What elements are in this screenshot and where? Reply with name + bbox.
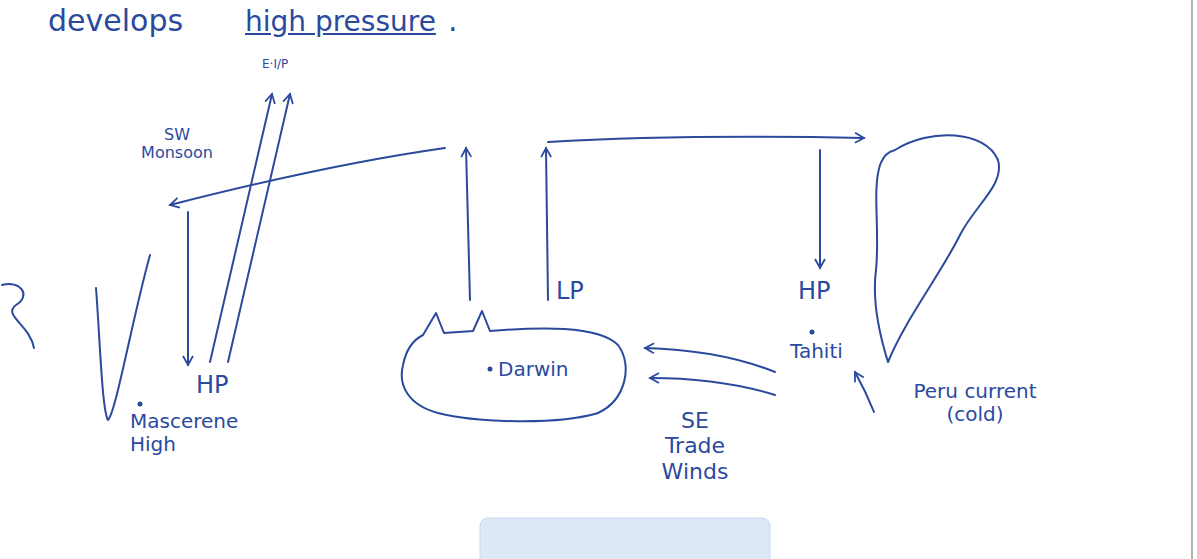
place-name: Darwin: [498, 357, 568, 381]
trade-wind-arrow: [645, 348, 775, 372]
note-label: .: [448, 4, 458, 39]
africa-outline: [96, 255, 150, 420]
trade-wind-arrow: [650, 378, 775, 395]
note-label: high pressure: [245, 6, 436, 38]
note-label: LP: [556, 278, 584, 306]
location-dot: [488, 367, 493, 372]
rising-arrow: [466, 148, 470, 300]
location-dot: [138, 402, 143, 407]
sinking-arrow: [819, 150, 821, 268]
rising-arrow: [546, 148, 548, 300]
upper-flow-arrow: [548, 137, 864, 142]
sinking-arrow: [187, 212, 189, 365]
note-label: HP: [196, 372, 229, 400]
continent-region: Darwin: [398, 305, 628, 425]
overlay-panel: [480, 518, 770, 559]
current-arrow: [855, 372, 874, 412]
note-label: E·I/P: [262, 58, 288, 72]
note-label: SE Trade Winds: [652, 408, 738, 484]
monsoon-arrow: [210, 94, 272, 362]
note-label: Peru current (cold): [895, 380, 1055, 426]
note-label: SW Monsoon: [136, 126, 218, 163]
note-label: HP: [798, 278, 831, 306]
note-label: Mascerene High: [130, 410, 254, 456]
monsoon-arrow: [228, 94, 290, 362]
location-dot: [810, 330, 815, 335]
note-label: Tahiti: [790, 340, 843, 363]
note-label: develops: [48, 4, 183, 39]
coast-outline: [2, 284, 34, 348]
south-america-outline: [875, 135, 999, 362]
outline-path: [402, 311, 626, 421]
page-border: [1191, 0, 1193, 559]
